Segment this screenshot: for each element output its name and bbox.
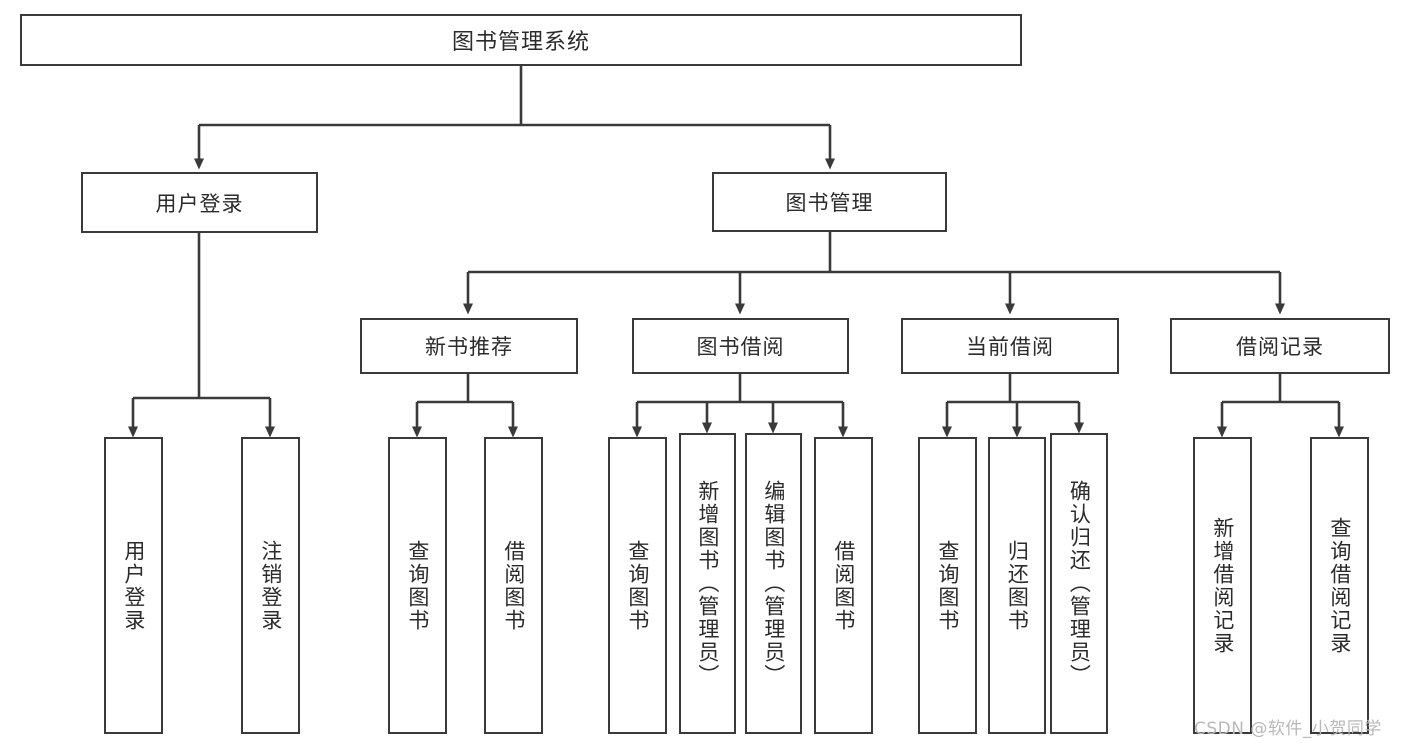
node-root-system[interactable]: 图书管理系统	[20, 14, 1022, 66]
leaf-borrow-borrow-book[interactable]: 借阅图书	[814, 437, 873, 734]
leaf-current-confirm-return-admin[interactable]: 确认归还（管理员）	[1050, 433, 1108, 734]
leaf-recommend-borrow-book[interactable]: 借阅图书	[484, 437, 543, 734]
node-new-book-recommend[interactable]: 新书推荐	[360, 318, 578, 374]
node-user-login[interactable]: 用户登录	[81, 172, 318, 233]
node-current-borrow[interactable]: 当前借阅	[901, 318, 1119, 374]
leaf-recommend-query-book[interactable]: 查询图书	[388, 437, 447, 734]
leaf-borrow-edit-book-admin[interactable]: 编辑图书（管理员）	[745, 433, 802, 734]
leaf-current-return-book[interactable]: 归还图书	[988, 437, 1046, 734]
leaf-borrow-add-book-admin[interactable]: 新增图书（管理员）	[679, 433, 736, 734]
leaf-record-query-record[interactable]: 查询借阅记录	[1310, 437, 1369, 734]
leaf-borrow-query-book[interactable]: 查询图书	[608, 437, 667, 734]
leaf-record-add-record[interactable]: 新增借阅记录	[1193, 437, 1252, 734]
leaf-current-query-book[interactable]: 查询图书	[918, 437, 977, 734]
leaf-user-login-signout[interactable]: 注销登录	[241, 437, 300, 734]
node-borrow-record[interactable]: 借阅记录	[1170, 318, 1390, 374]
leaf-user-login-signin[interactable]: 用户登录	[104, 437, 163, 734]
csdn-watermark: CSDN @软件_小贺同学	[1194, 719, 1382, 739]
node-book-borrow[interactable]: 图书借阅	[632, 318, 849, 374]
node-book-management[interactable]: 图书管理	[712, 172, 947, 232]
